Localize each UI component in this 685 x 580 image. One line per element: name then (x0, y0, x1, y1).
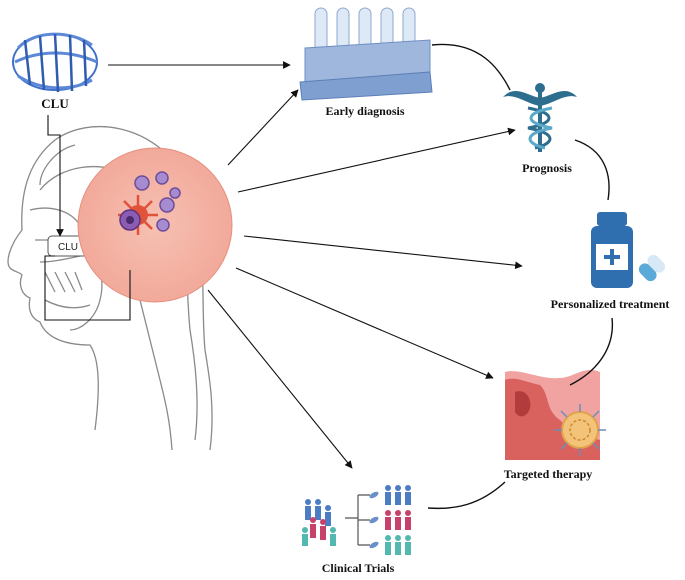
arrow-tumor-to-personalized (243, 235, 523, 270)
arrow-clu-loop (44, 255, 131, 321)
connector-prognosis-personalized (574, 139, 610, 201)
arrow-tumor-to-targeted (235, 267, 494, 379)
arrow-tumor-to-prognosis (237, 127, 516, 193)
caduceus-icon (503, 83, 577, 152)
clinical-trials-label: Clinical Trials (322, 561, 395, 575)
flow-arrows (44, 61, 523, 469)
test-tube-rack-icon (299, 7, 433, 101)
early-diagnosis-label: Early diagnosis (325, 104, 404, 118)
personalized-treatment-label: Personalized treatment (551, 297, 670, 311)
targeted-therapy-label: Targeted therapy (504, 467, 593, 481)
protein-structure-icon (12, 32, 98, 93)
connector-targeted-trials (427, 481, 506, 510)
clu-top-label: CLU (41, 96, 69, 111)
targeted-nanoparticle-icon (505, 369, 606, 460)
arrow-clu-to-head (47, 115, 64, 237)
connector-diagnosis-prognosis (431, 43, 511, 91)
clu-inner-label: CLU (58, 242, 78, 253)
brain-tumor-cells-icon (77, 147, 233, 303)
patient-groups-icon (302, 485, 411, 555)
curved-connectors (427, 43, 614, 510)
arrow-tumor-to-diagnosis (227, 89, 299, 166)
connector-personalized-targeted (569, 317, 614, 386)
prognosis-label: Prognosis (522, 161, 572, 175)
arrow-tumor-to-trials (207, 289, 353, 469)
medicine-bottle-pills-icon (591, 212, 666, 288)
